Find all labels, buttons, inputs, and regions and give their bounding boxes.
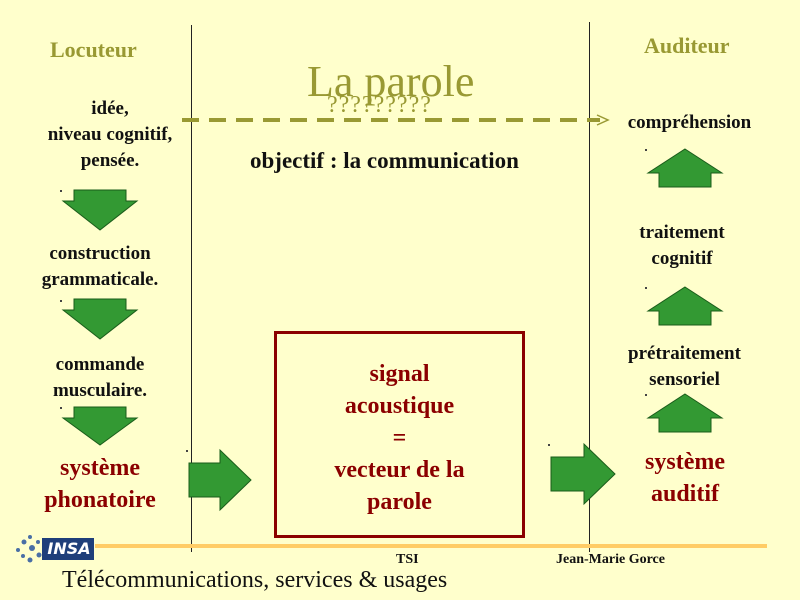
step-line: niveau cognitif, (47, 124, 173, 145)
decor-dot (60, 190, 62, 192)
locuteur-step-construction: construction grammaticale. (10, 241, 190, 293)
comprehension-label: compréhension (627, 112, 752, 133)
footer-center: TSI (396, 552, 419, 567)
step-line: cognitif (651, 248, 713, 269)
locuteur-step-commande: commande musculaire. (10, 352, 190, 404)
system-line: système (60, 455, 140, 481)
down-arrow-1 (61, 189, 139, 231)
decor-dot (186, 450, 188, 452)
decor-dot (60, 300, 62, 302)
system-line: système (645, 449, 725, 475)
system-line: auditif (650, 481, 719, 507)
up-arrow-2 (646, 286, 724, 326)
step-line: sensoriel (649, 369, 720, 390)
step-line: idée, (91, 98, 129, 119)
objective-text: objectif : la communication (250, 148, 519, 173)
decor-dot (645, 149, 647, 151)
right-divider (589, 22, 590, 552)
step-line: traitement (639, 222, 725, 243)
step-line: construction (49, 243, 151, 264)
locuteur-step-idea: idée, niveau cognitif, pensée. (20, 96, 200, 174)
step-line: grammaticale. (41, 269, 159, 290)
auditeur-header: Auditeur (644, 33, 730, 58)
signal-line: = (392, 425, 407, 451)
decor-dot (645, 287, 647, 289)
signal-text: signal acoustique = vecteur de la parole (277, 358, 522, 518)
question-marks: ????????? (327, 92, 432, 118)
down-arrow-2 (61, 298, 139, 340)
insa-logo: INSA (12, 528, 96, 568)
decor-dot (548, 444, 550, 446)
step-line: prétraitement (628, 343, 741, 364)
signal-line: signal (369, 361, 430, 387)
left-divider (191, 25, 192, 552)
insa-logo-text: INSA (47, 539, 91, 558)
auditeur-step-pretraitement: prétraitement sensoriel (607, 341, 762, 393)
insa-logo-icon (16, 535, 94, 563)
up-arrow-1 (646, 148, 724, 188)
locuteur-header: Locuteur (50, 37, 137, 62)
right-arrow-left (188, 448, 252, 512)
step-line: commande (55, 354, 145, 375)
right-arrow-right (550, 442, 616, 506)
footer-author: Jean-Marie Gorce (556, 552, 665, 567)
down-arrow-3 (61, 406, 139, 446)
systeme-phonatoire: système phonatoire (10, 452, 190, 516)
system-line: phonatoire (44, 487, 156, 513)
decor-dot (645, 394, 647, 396)
signal-line: acoustique (344, 393, 455, 419)
auditeur-step-traitement: traitement cognitif (607, 220, 757, 272)
signal-box: signal acoustique = vecteur de la parole (274, 331, 525, 538)
step-line: musculaire. (52, 380, 148, 401)
signal-line: vecteur de la (334, 457, 465, 483)
footer-subtitle: Télécommunications, services & usages (62, 567, 448, 593)
step-line: pensée. (80, 150, 140, 171)
systeme-auditif: système auditif (610, 446, 760, 510)
decor-dot (60, 407, 62, 409)
signal-line: parole (367, 489, 432, 515)
footer-line (95, 544, 767, 548)
up-arrow-3 (646, 393, 724, 433)
page-title: La parole (307, 57, 475, 106)
